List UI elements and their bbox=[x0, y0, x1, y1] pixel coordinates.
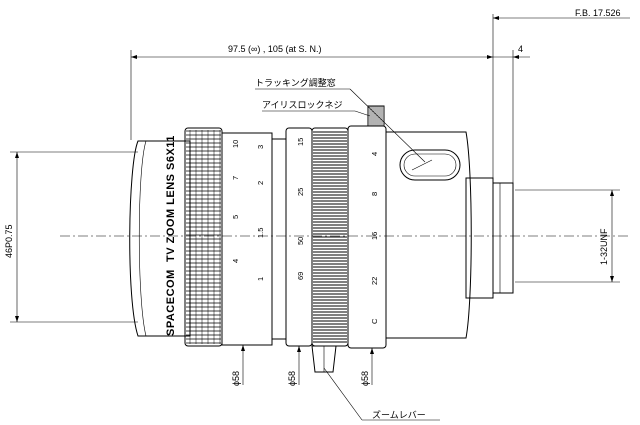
dia-arrow-1 bbox=[241, 345, 245, 351]
iris-scale-1: 8 bbox=[370, 192, 379, 196]
tracking-window-slit bbox=[411, 159, 433, 171]
thread-label: 46P0.75 bbox=[4, 224, 14, 258]
zoom-scale-2: 50 bbox=[296, 237, 305, 245]
mount-label: 1-32UNF bbox=[599, 228, 609, 265]
dia-arrow-3 bbox=[370, 348, 374, 354]
fb-label: F.B. 17.526 bbox=[575, 8, 621, 18]
front-barrel bbox=[129, 140, 191, 337]
distance-b-1: 2 bbox=[256, 181, 265, 185]
thread-arrow-top bbox=[15, 152, 19, 158]
distance-barrel bbox=[221, 132, 273, 346]
distance-a-3: 4 bbox=[231, 259, 240, 263]
iris-leader bbox=[354, 110, 371, 117]
zoom-scale-0: 15 bbox=[296, 138, 305, 146]
dia-label-3: ϕ58 bbox=[360, 371, 370, 386]
zoom-scale-1: 25 bbox=[296, 188, 305, 196]
mount-arrow-top bbox=[610, 190, 614, 196]
tracking-window bbox=[399, 149, 461, 181]
lever-leader bbox=[323, 367, 363, 421]
tracking-window-inner bbox=[403, 153, 457, 177]
zoom-lever-label: ズームレバー bbox=[372, 409, 426, 420]
screw-knurl bbox=[369, 106, 383, 126]
iris-scale-3: 22 bbox=[370, 277, 379, 285]
distance-a-4: 1 bbox=[256, 277, 265, 281]
length-arrow-right bbox=[487, 55, 493, 59]
iris-screw-label: アイリスロックネジ bbox=[262, 100, 343, 110]
iris-scale-4: C bbox=[370, 318, 379, 324]
model-label: S6X11 bbox=[165, 135, 177, 170]
zoom-band bbox=[271, 138, 287, 340]
brand-label: SPACECOM bbox=[165, 269, 177, 336]
dia-arrow-2 bbox=[297, 346, 301, 352]
front-barrel-edge bbox=[138, 140, 147, 337]
zoom-lever bbox=[311, 345, 337, 373]
c-mount-thread bbox=[492, 182, 514, 294]
dia-label-2: ϕ58 bbox=[287, 371, 297, 386]
four-label: 4 bbox=[518, 44, 523, 54]
length-arrow-left bbox=[131, 55, 137, 59]
length-label: 97.5 (∞) , 105 (at S. N.) bbox=[228, 44, 321, 54]
tracking-window-label: トラッキング調整窓 bbox=[255, 77, 336, 88]
distance-a-1: 7 bbox=[231, 176, 240, 180]
iris-scale-2: 16 bbox=[370, 232, 379, 240]
distance-b-0: 3 bbox=[256, 145, 265, 149]
lens-type-label: TV ZOOM LENS bbox=[165, 174, 177, 263]
rear-body bbox=[385, 131, 472, 339]
fb-arrow bbox=[493, 16, 499, 20]
tracking-leader bbox=[349, 88, 426, 163]
distance-b-2: 1.5 bbox=[256, 228, 265, 238]
iris-ring bbox=[347, 125, 387, 349]
distance-a-0: 10 bbox=[231, 140, 240, 148]
focus-knurl bbox=[186, 130, 221, 344]
dia-label-1: ϕ58 bbox=[231, 371, 241, 386]
distance-a-2: 5 bbox=[231, 215, 240, 219]
focus-ring bbox=[184, 127, 223, 347]
zoom-scale-3: 69 bbox=[296, 272, 305, 280]
mount-arrow-bottom bbox=[610, 276, 614, 282]
thread-arrow-bottom bbox=[15, 316, 19, 322]
zoom-knurl bbox=[313, 131, 347, 343]
rear-flange bbox=[465, 177, 494, 299]
iris-scale-0: 4 bbox=[370, 152, 379, 156]
